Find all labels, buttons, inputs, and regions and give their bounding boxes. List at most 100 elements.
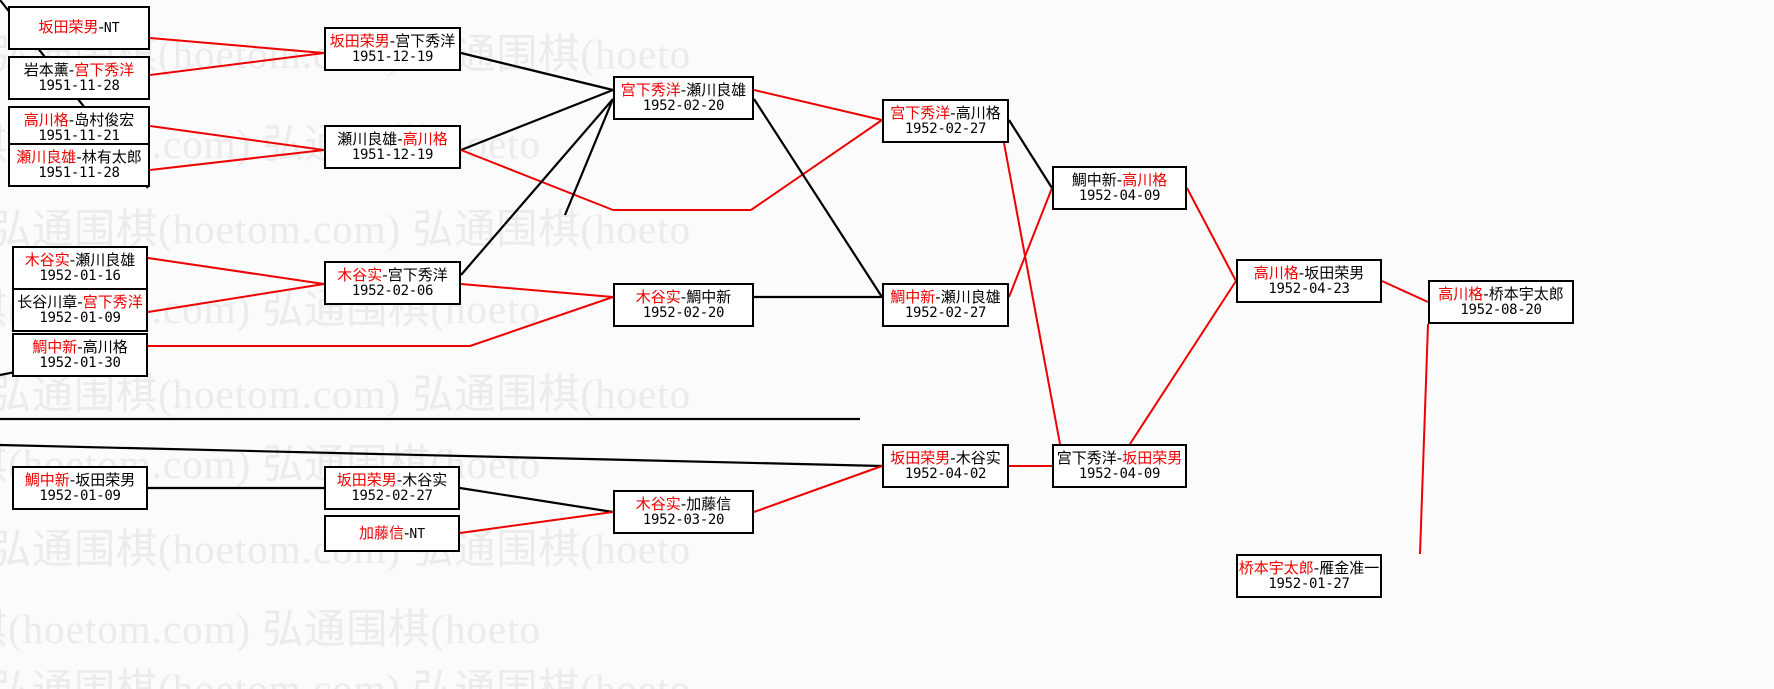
edge-n11-n13	[753, 89, 883, 121]
match-date: 1952-01-09	[39, 309, 121, 326]
match-date: 1952-01-16	[39, 267, 121, 284]
match-players: 木谷实-鯛中新	[636, 287, 732, 306]
edge-n2-n8	[149, 52, 325, 76]
player-separator: -	[680, 494, 687, 513]
match-loser: 高川格	[82, 337, 128, 356]
match-winner: 高川格	[1438, 284, 1484, 303]
edge-n7b-n12	[469, 296, 614, 347]
edge-n4-n9	[149, 149, 325, 171]
player-separator: -	[68, 110, 75, 129]
match-winner: 高川格	[1122, 170, 1168, 189]
match-date: 1951-12-19	[351, 48, 434, 65]
match-players: 鯛中新-高川格	[32, 337, 128, 356]
edge-n21-n22	[753, 465, 883, 513]
match-players: 坂田荣男-木谷实	[336, 470, 447, 489]
edge-n15-n16	[1186, 187, 1237, 282]
match-winner: 宫下秀洋	[890, 103, 951, 122]
match-players: 长谷川章-宫下秀洋	[17, 292, 142, 311]
edge-n16-n17	[1381, 280, 1429, 303]
match-date: 1952-02-27	[904, 304, 987, 321]
match-players: 鯛中新-高川格	[1071, 170, 1168, 189]
match-players: 桥本宇太郎-雁金准一	[1238, 558, 1379, 577]
player-separator: -	[1298, 263, 1305, 282]
match-date: 1951-11-28	[38, 77, 120, 94]
edge-n13-n23	[1003, 142, 1061, 445]
match-loser: 瀬川良雄	[75, 250, 136, 269]
match-players: 坂田荣男-NT	[38, 19, 119, 37]
match-players: 高川格-坂田荣男	[1253, 263, 1364, 282]
match-winner: 坂田荣男	[336, 470, 397, 489]
match-loser: 瀬川良雄	[337, 129, 398, 148]
match-date: 1952-01-09	[39, 487, 121, 504]
match-date: 1952-01-30	[39, 354, 121, 371]
match-winner: 高川格	[1253, 263, 1299, 282]
match-winner: 高川格	[402, 129, 448, 148]
edge-n10-n11	[460, 98, 614, 276]
player-separator: -	[1313, 558, 1320, 577]
edge-n1-n8	[149, 37, 325, 54]
player-separator: -	[950, 103, 956, 122]
match-date: 1952-02-20	[642, 97, 725, 114]
match-winner: 坂田荣男	[329, 31, 390, 50]
match-loser: 坂田荣男	[75, 470, 136, 489]
match-winner: 瀬川良雄	[16, 147, 77, 166]
match-winner: 桥本宇太郎	[1238, 558, 1314, 577]
match-loser: 加藤信	[686, 494, 732, 513]
match-loser: 瀬川良雄	[940, 287, 1001, 306]
match-node[interactable]: 坂田荣男-NT	[8, 6, 150, 50]
match-loser: 木谷实	[955, 448, 1001, 467]
match-date: 1952-04-09	[1078, 465, 1161, 482]
match-players: 宫下秀洋-高川格	[890, 103, 1000, 122]
player-separator: -	[77, 292, 83, 311]
match-node[interactable]: 加藤信-NT	[324, 515, 460, 552]
player-separator: -	[403, 523, 410, 542]
edge-n3-n9	[149, 125, 325, 151]
edge-n19-n21	[459, 486, 614, 514]
edge-bridge2	[750, 119, 883, 211]
edge-n10-n12	[460, 283, 614, 298]
edge-n6-n10	[147, 283, 325, 313]
match-players: 瀬川良雄-林有太郎	[16, 147, 141, 166]
player-separator: -	[98, 18, 104, 37]
match-loser: 岩本薰	[23, 60, 69, 79]
match-winner: 坂田荣男	[1122, 448, 1183, 467]
match-loser: 宫下秀洋	[1056, 448, 1117, 467]
match-winner: 鯛中新	[24, 470, 70, 489]
edge-n9-n11	[460, 88, 614, 152]
player-separator: -	[77, 337, 83, 356]
match-loser: 鯛中新	[1071, 170, 1117, 189]
edge-n8-n11	[460, 51, 614, 92]
edge-top-n22	[0, 443, 883, 468]
match-loser: 鯛中新	[686, 287, 732, 306]
match-date: 1951-11-21	[38, 127, 120, 144]
match-loser: NT	[409, 526, 426, 542]
match-loser: 瀬川良雄	[686, 80, 747, 99]
match-winner: 木谷实	[337, 265, 383, 284]
player-separator: -	[1116, 170, 1123, 189]
player-separator: -	[68, 60, 75, 79]
match-date: 1951-11-28	[38, 164, 120, 181]
match-players: 宫下秀洋-坂田荣男	[1056, 448, 1183, 467]
